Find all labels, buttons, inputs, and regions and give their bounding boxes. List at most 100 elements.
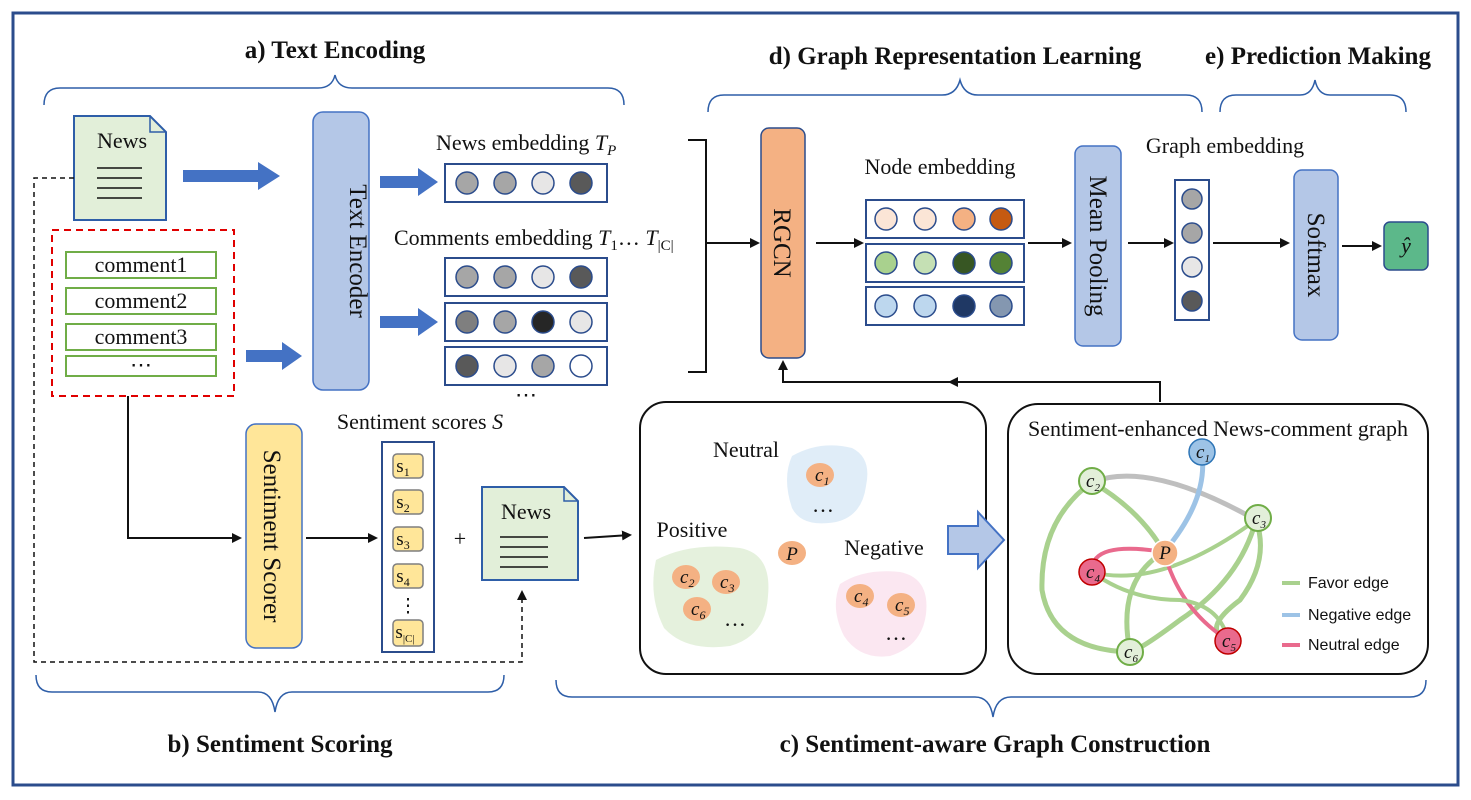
fat-arrow-comments-to-encoder (246, 342, 302, 370)
text-encoder-label: Text Encoder (344, 184, 371, 318)
node-label: c1 (1196, 442, 1210, 465)
favor-edge (1089, 473, 1259, 523)
hollow-arrow-to-graph (947, 509, 1006, 571)
comments-group (51, 229, 235, 397)
score-cell (392, 563, 424, 589)
legend-favor: Favor edge (1308, 575, 1389, 592)
embedding-cell (455, 265, 479, 289)
embedding-cell (989, 251, 1013, 275)
more-rows-ellipsis: ⋯ (515, 382, 537, 407)
node-label: c3 (1252, 508, 1266, 531)
mean-pooling-label: Mean Pooling (1084, 176, 1111, 317)
node-label: c5 (1222, 631, 1236, 654)
section-title-text-encoding: a) Text Encoding (245, 37, 426, 64)
comment-node (806, 463, 834, 487)
section-title-prediction: e) Prediction Making (1205, 43, 1431, 70)
comment-node (683, 597, 711, 621)
graph-embedding-vector (1174, 179, 1210, 321)
node-label: c4 (854, 586, 868, 609)
favor-edge (1090, 518, 1258, 578)
favor-edge (1039, 479, 1133, 655)
comment-box (65, 355, 217, 377)
text-encoder-block (312, 111, 370, 391)
favor-edge (1090, 570, 1230, 642)
comments-embedding-label: Comments embedding T1… T|C| (394, 225, 674, 254)
comment-node (672, 565, 700, 589)
section-title-graph-learning: d) Graph Representation Learning (769, 43, 1142, 70)
section-title-graph-construction: c) Sentiment-aware Graph Construction (780, 731, 1211, 758)
node-embedding-label: Node embedding (865, 154, 1016, 179)
embedding-cell (874, 294, 898, 318)
graph-embedding-label: Graph embedding (1146, 133, 1304, 158)
comment-node (887, 593, 915, 617)
edge-legend: Favor edge Negative edge Neutral edge (1282, 575, 1411, 654)
sentiment-scorer-label: Sentiment Scorer (258, 450, 285, 624)
news-document: News (73, 115, 167, 221)
output-block (1383, 221, 1429, 271)
embedding-cell (1181, 188, 1203, 210)
embedding-cell (455, 354, 479, 378)
embedding-cell (569, 354, 593, 378)
node-label: c2 (680, 567, 694, 590)
embedding-cell (569, 310, 593, 334)
graph-node-c2 (1078, 467, 1106, 495)
legend-negative: Negative edge (1308, 607, 1411, 624)
embedding-cell (952, 251, 976, 275)
graph-node-c5 (1214, 627, 1242, 655)
embedding-cell (989, 294, 1013, 318)
embedding-cell (531, 310, 555, 334)
embedding-cell (531, 265, 555, 289)
graph-node-c6 (1116, 638, 1144, 666)
embedding-cell (1181, 222, 1203, 244)
fat-arrow-to-news-emb (380, 168, 438, 196)
arrow-comments-to-scorer (127, 396, 242, 543)
brace-text-encoding (43, 74, 625, 106)
embedding-cell (952, 294, 976, 318)
node-label: c6 (691, 599, 705, 622)
score-label: s|C| (395, 622, 414, 645)
comment-node (712, 570, 740, 594)
graph-node-c3 (1244, 504, 1272, 532)
embedding-cell (569, 171, 593, 195)
graph-panel-title: Sentiment-enhanced News-comment graph (1028, 416, 1408, 441)
embedding-cell (874, 207, 898, 231)
legend-neutral: Neutral edge (1308, 637, 1400, 654)
rgcn-label: RGCN (768, 208, 795, 277)
news-embedding-vector (444, 163, 608, 203)
embedding-cell (913, 294, 937, 318)
node-label: c3 (720, 572, 734, 595)
arrow-graph-to-rgcn-2 (778, 360, 950, 383)
news-node-label: P (785, 544, 798, 565)
graph-node-p (1151, 539, 1179, 567)
neutral-ellipsis: … (812, 492, 834, 517)
brace-prediction (1219, 79, 1407, 113)
output-label: ŷ (1399, 233, 1411, 258)
embedding-cell (493, 354, 517, 378)
news-doc-label: News (97, 128, 147, 153)
embedding-cell (1181, 290, 1203, 312)
news-document-2: News (481, 486, 579, 581)
score-label: s1 (396, 456, 409, 479)
brace-sentiment-scoring (35, 674, 505, 713)
embedding-cell (569, 265, 593, 289)
score-cell (392, 619, 424, 647)
arrow-graph-to-rgcn (948, 377, 1161, 402)
node-label: c6 (1124, 642, 1138, 665)
score-label: s4 (396, 566, 409, 589)
embedding-cell (913, 207, 937, 231)
sentiment-scores-vector: s1 s2 s3 s4 ⋮ s|C| (381, 441, 435, 653)
comment-box (65, 287, 217, 315)
fat-arrow-to-comments-emb (380, 308, 438, 336)
news-comment-graph-panel (1007, 403, 1429, 675)
embedding-cell (493, 171, 517, 195)
positive-label: Positive (657, 517, 728, 542)
outer-frame (11, 11, 1460, 787)
news-embedding-label: News embedding TP (436, 130, 616, 159)
node-embedding-matrix (865, 199, 1025, 326)
comment-node (846, 584, 874, 608)
score-label: s2 (396, 492, 409, 515)
embedding-cell (913, 251, 937, 275)
rgcn-block (760, 127, 806, 359)
negative-label: Negative (844, 535, 923, 560)
embedding-cell (989, 207, 1013, 231)
